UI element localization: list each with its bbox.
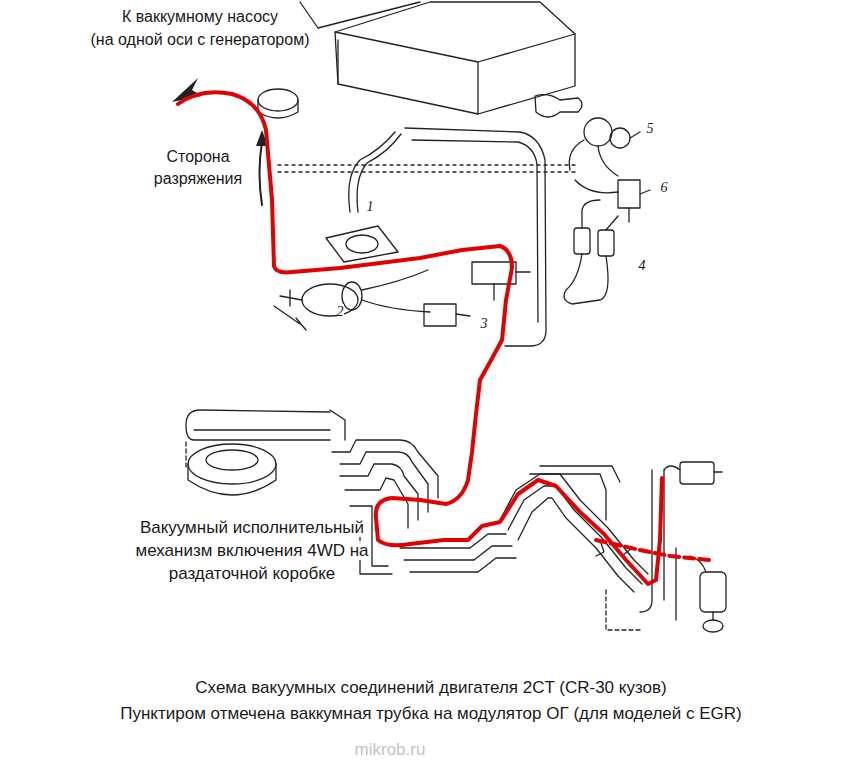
vsv-box (424, 304, 456, 326)
canister (700, 572, 726, 612)
hose (664, 466, 722, 472)
callout-number: 4 (639, 258, 646, 273)
filler-cap (258, 89, 298, 111)
part-label: Вакуумный исполнительный механизм включе… (135, 518, 368, 583)
direction-label: Сторона разряжения (154, 148, 242, 187)
callout-number-box: 3 (474, 314, 494, 333)
pipe (186, 410, 345, 440)
pipe-bundle (340, 464, 418, 520)
vacuum-line-highlight (178, 92, 662, 584)
callout-number-box: 6 (654, 178, 674, 197)
callout-number: 5 (647, 121, 654, 136)
hose (357, 134, 401, 212)
valve-body (302, 284, 358, 316)
diaphragm-plate (326, 226, 398, 262)
valve-stem (274, 290, 306, 330)
direction-label-box: Сторона разряжения (142, 146, 254, 190)
canister-cap (703, 620, 723, 632)
pipe-bundle (350, 506, 392, 574)
callout-number-box: 5 (640, 119, 660, 138)
caption-line: Пунктиром отмечена ваккумная трубка на м… (120, 704, 741, 723)
hose (582, 200, 618, 230)
callout-number: 2 (337, 304, 344, 319)
callout-number: 1 (367, 199, 374, 214)
callout-number-box: 1 (360, 197, 380, 216)
callout-number-box: 4 (632, 256, 652, 275)
pipe-bundle (530, 466, 620, 520)
filler-neck (258, 100, 298, 118)
pointer-label-box: (на одной оси с генератором) (50, 29, 350, 51)
hose (690, 556, 713, 620)
actuator-inner (206, 450, 258, 470)
valve-cap (342, 282, 362, 310)
caption-box: Схема вакуумных соединений двигателя 2CT… (21, 676, 841, 699)
pipe-bundle (332, 440, 438, 498)
vacuum-line-highlight (596, 540, 710, 560)
hose (564, 254, 608, 304)
pointer-label: (на одной оси с генератором) (91, 31, 310, 48)
hose (575, 180, 650, 222)
egr-dotted-line (278, 165, 575, 172)
vsv-cylinder (598, 230, 614, 256)
hose (405, 128, 546, 346)
pointer-label-box: К ваккумному насосу (50, 6, 350, 28)
caption-line-box: Пунктиром отмечена ваккумная трубка на м… (21, 702, 841, 725)
callout-number: 6 (661, 180, 668, 195)
bracket (535, 95, 582, 117)
callout-number: 3 (481, 316, 488, 331)
actuator-body (188, 464, 276, 495)
line-art (258, 2, 650, 346)
valve-round (610, 128, 630, 148)
engine-housing (300, 2, 575, 114)
sensor-box (618, 180, 640, 208)
hose (362, 270, 430, 312)
part-label-box: Вакуумный исполнительный механизм включе… (127, 516, 377, 585)
vsv-cylinder (574, 228, 590, 254)
vsv-box (680, 462, 714, 484)
pipe-dashed (606, 590, 640, 630)
engine-housing-edge (335, 32, 575, 114)
pointer-label: К ваккумному насосу (122, 8, 278, 25)
hose (569, 132, 640, 176)
pipe-bundle (508, 486, 642, 584)
callout-number-box: 2 (330, 302, 350, 321)
hose (456, 272, 530, 316)
actuator (188, 444, 276, 484)
direction-arrow (260, 142, 263, 205)
watermark-box: mikrob.ru (240, 738, 540, 761)
caption: Схема вакуумных соединений двигателя 2CT… (195, 678, 666, 697)
hose (412, 140, 538, 322)
pipe-dashed (185, 442, 186, 470)
valve-round (584, 118, 612, 146)
watermark: mikrob.ru (355, 740, 426, 759)
diaphragm (346, 235, 378, 253)
